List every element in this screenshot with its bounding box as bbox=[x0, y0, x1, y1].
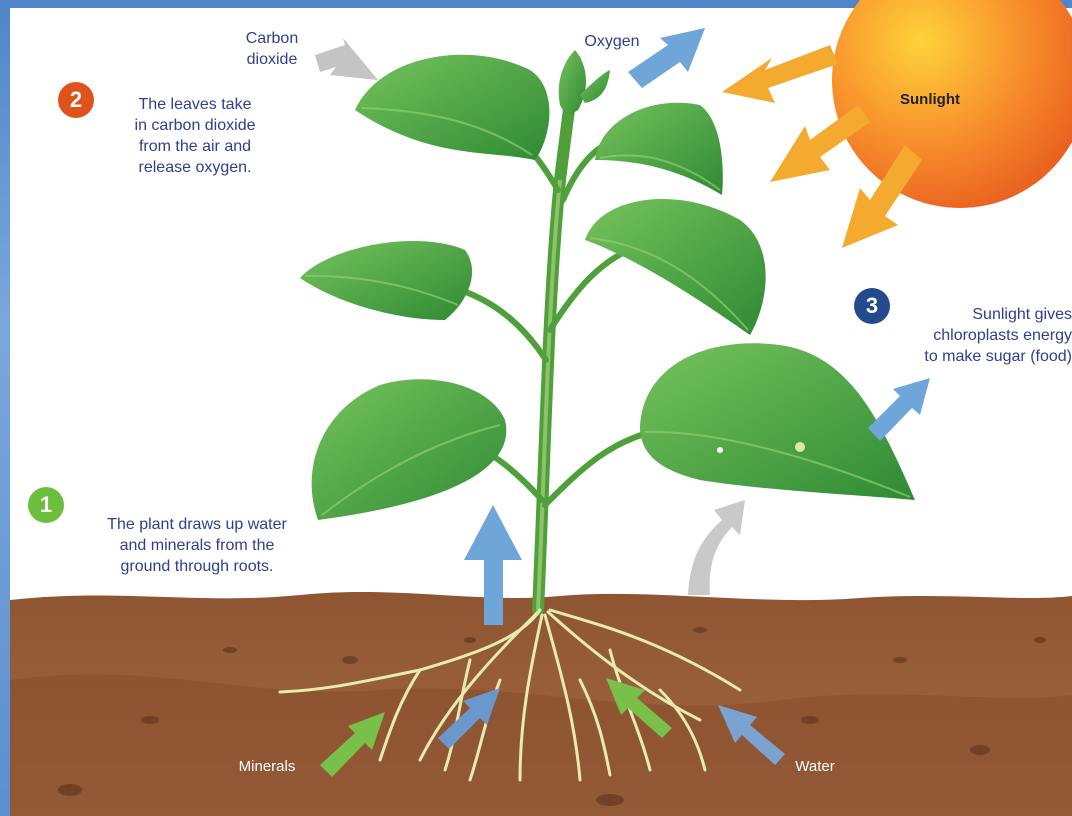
carbon-dioxide-line: dioxide bbox=[222, 49, 322, 70]
step-3-line: to make sugar (food) bbox=[880, 346, 1072, 367]
step-1-badge: 1 bbox=[28, 487, 64, 523]
step-2-line: from the air and bbox=[100, 136, 290, 157]
minerals-label: Minerals bbox=[222, 756, 312, 777]
step-2-line: in carbon dioxide bbox=[100, 115, 290, 136]
step-1-line: The plant draws up water bbox=[72, 514, 322, 535]
step-2-line: release oxygen. bbox=[100, 157, 290, 178]
step-1-line: ground through roots. bbox=[72, 556, 322, 577]
step-1-line: and minerals from the bbox=[72, 535, 322, 556]
water-label: Water bbox=[780, 756, 850, 777]
step-2-badge: 2 bbox=[58, 82, 94, 118]
step-1-description: The plant draws up water and minerals fr… bbox=[72, 514, 322, 577]
step-3-line: chloroplasts energy bbox=[880, 325, 1072, 346]
step-2-line: The leaves take bbox=[100, 94, 290, 115]
oxygen-label: Oxygen bbox=[572, 31, 652, 52]
carbon-dioxide-line: Carbon bbox=[222, 28, 322, 49]
soil-layer bbox=[10, 674, 1072, 816]
sunlight-label: Sunlight bbox=[880, 89, 980, 110]
step-3-line: Sunlight gives bbox=[880, 304, 1072, 325]
carbon-dioxide-label: Carbon dioxide bbox=[222, 28, 322, 70]
step-3-description: Sunlight gives chloroplasts energy to ma… bbox=[880, 304, 1072, 367]
step-2-description: The leaves take in carbon dioxide from t… bbox=[100, 94, 290, 178]
